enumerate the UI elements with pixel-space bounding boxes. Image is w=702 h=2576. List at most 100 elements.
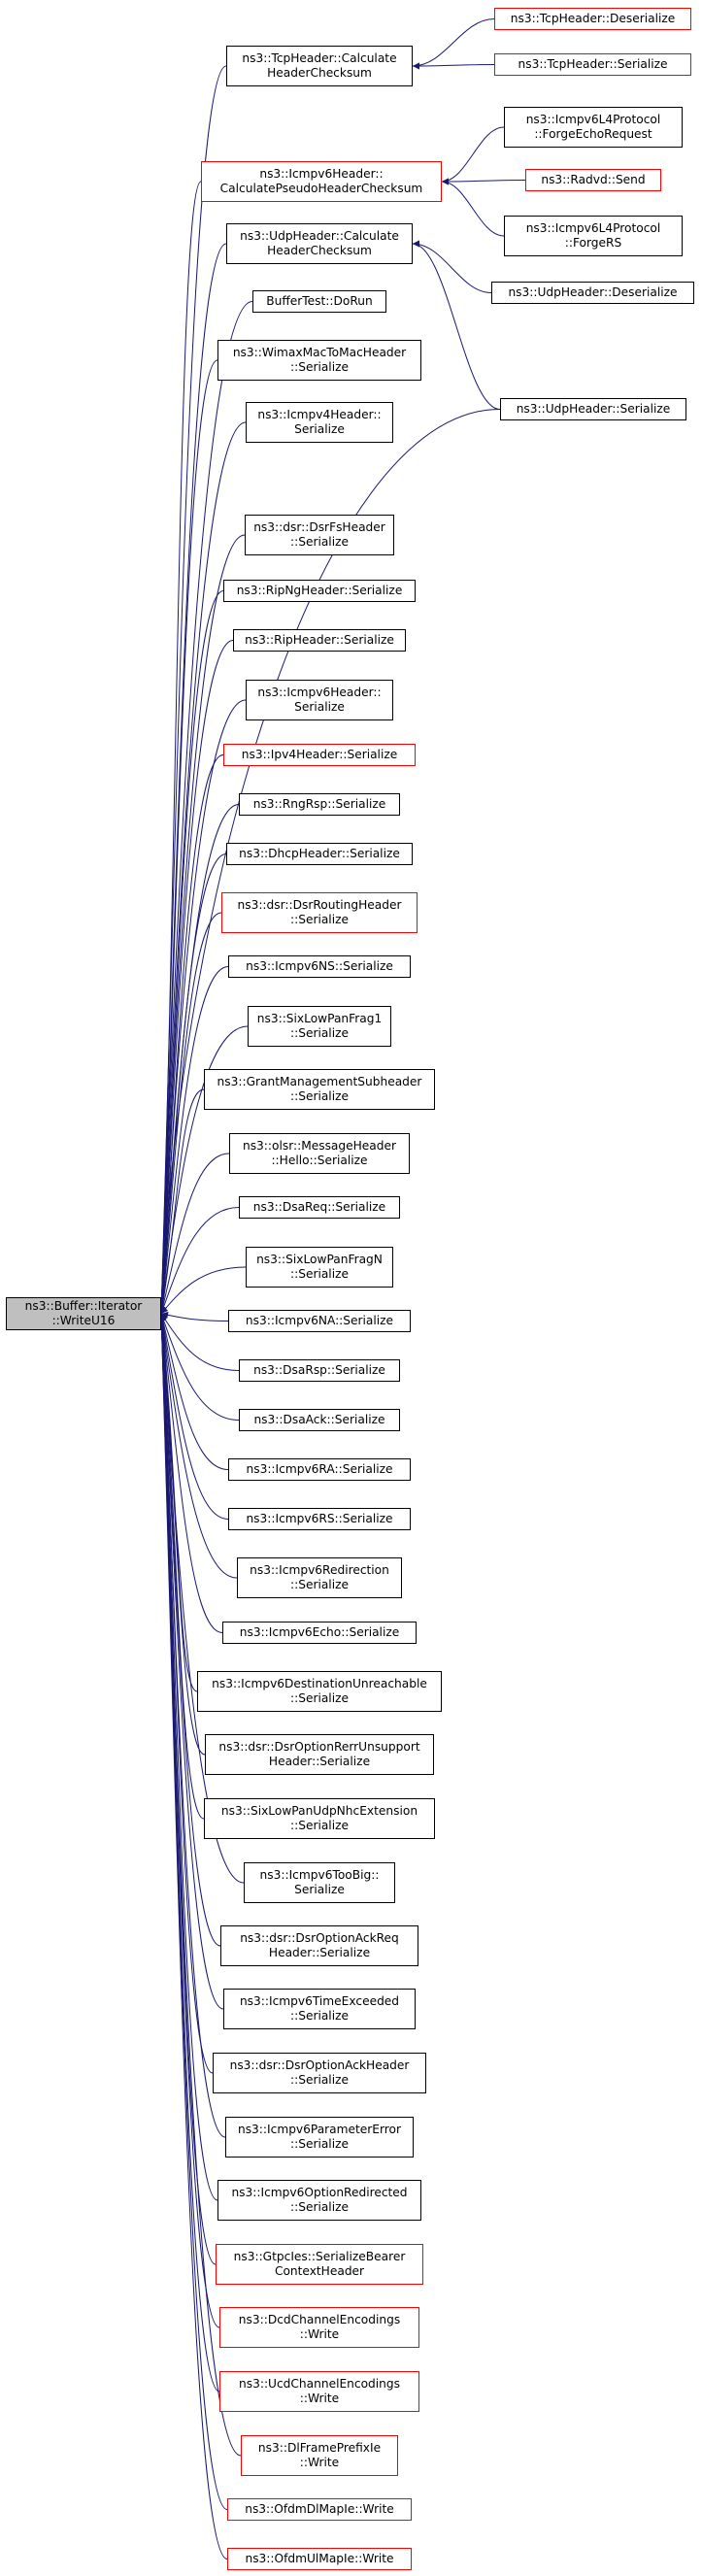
node-ns3-icmpv6ra-serialize[interactable]: ns3::Icmpv6RA::Serialize — [228, 1458, 411, 1481]
edge-radvd_send-to-icmpv6_pseudo — [441, 178, 526, 185]
node-label: ::Serialize — [290, 1267, 349, 1281]
edge-paramerr-to-focus — [157, 1313, 226, 2138]
node-ns3-udpheader-serialize[interactable]: ns3::UdpHeader::Serialize — [500, 398, 686, 420]
edge-dsareq-to-focus — [160, 1207, 240, 1315]
node-label: ::ForgeEchoRequest — [534, 127, 652, 141]
node-label: ::Serialize — [290, 2200, 349, 2214]
node-label: ::Write — [299, 2327, 340, 2341]
node-label: BufferTest::DoRun — [266, 294, 373, 308]
node-label: ns3::dsr::DsrOptionRerrUnsupport — [218, 1740, 420, 1754]
node-ns3-ripheader-serialize[interactable]: ns3::RipHeader::Serialize — [233, 629, 406, 652]
edge-icmpv6_pseudo-to-focus — [157, 181, 202, 1315]
node-ns3-olsr-messageheader-hello-serialize[interactable]: ns3::olsr::MessageHeader::Hello::Seriali… — [229, 1133, 410, 1174]
node-ns3-icmpv6l4protocol-forgeechorequest[interactable]: ns3::Icmpv6L4Protocol::ForgeEchoRequest — [504, 107, 683, 148]
node-label: ns3::Ipv4Header::Serialize — [241, 748, 398, 761]
node-ns3-grantmanagementsubheader-serialize[interactable]: ns3::GrantManagementSubheader::Serialize — [204, 1069, 435, 1110]
node-label: HeaderChecksum — [267, 66, 372, 80]
edge-ofdmul-to-focus — [157, 1313, 228, 2559]
node-label: ns3::TcpHeader::Calculate — [242, 51, 397, 65]
node-label: ns3::UdpHeader::Calculate — [240, 229, 399, 243]
node-label: ::Serialize — [290, 360, 349, 374]
node-ns3-icmpv6redirection-serialize[interactable]: ns3::Icmpv6Redirection::Serialize — [237, 1557, 402, 1598]
node-ns3-tcpheader-serialize[interactable]: ns3::TcpHeader::Serialize — [494, 53, 691, 76]
node-ns3-ofdmdlmapie-write[interactable]: ns3::OfdmDlMapIe::Write — [227, 2498, 412, 2521]
node-ns3-tcpheader-deserialize[interactable]: ns3::TcpHeader::Deserialize — [494, 8, 691, 30]
node-label: ::Serialize — [290, 2009, 349, 2023]
node-label: ns3::Icmpv6L4Protocol — [525, 113, 661, 126]
node-ns3-radvd-send[interactable]: ns3::Radvd::Send — [525, 169, 661, 191]
node-label: ns3::UdpHeader::Deserialize — [508, 285, 678, 299]
node-ns3-icmpv6header-calculatepseudoheaderchecksum[interactable]: ns3::Icmpv6Header::CalculatePseudoHeader… — [201, 161, 442, 202]
edge-toobig-to-focus — [157, 1313, 245, 1884]
node-ns3-icmpv6toobig-serialize[interactable]: ns3::Icmpv6TooBig::Serialize — [244, 1862, 395, 1903]
node-ns3-dsr-dsroptionackheader-serialize[interactable]: ns3::dsr::DsrOptionAckHeader::Serialize — [213, 2053, 426, 2093]
edge-forge_echo-to-icmpv6_pseudo — [441, 126, 505, 185]
edge-icmpv6redir-to-focus — [158, 1313, 238, 1579]
node-ns3-icmpv6rs-serialize[interactable]: ns3::Icmpv6RS::Serialize — [228, 1508, 411, 1530]
node-ns3-ripngheader-serialize[interactable]: ns3::RipNgHeader::Serialize — [223, 580, 416, 602]
node-ns3-dsr-dsrfsheader-serialize[interactable]: ns3::dsr::DsrFsHeader::Serialize — [245, 515, 394, 555]
node-label: ns3::Icmpv6TooBig:: — [259, 1868, 380, 1882]
node-label: ns3::DsaAck::Serialize — [253, 1413, 385, 1426]
node-ns3-ofdmulmapie-write[interactable]: ns3::OfdmUlMapIe::Write — [227, 2548, 412, 2570]
node-ns3-dsr-dsrroutingheader-serialize[interactable]: ns3::dsr::DsrRoutingHeader::Serialize — [221, 892, 418, 933]
node-ns3-sixlowpanfrag1-serialize[interactable]: ns3::SixLowPanFrag1::Serialize — [248, 1006, 391, 1047]
edge-timeexc-to-focus — [157, 1313, 224, 2010]
node-ns3-icmpv6destinationunreachable-serialize[interactable]: ns3::Icmpv6DestinationUnreachable::Seria… — [197, 1671, 442, 1712]
node-ns3-sixlowpanudpnhcextension-serialize[interactable]: ns3::SixLowPanUdpNhcExtension::Serialize — [204, 1798, 435, 1839]
edge-ripng-to-focus — [157, 590, 224, 1315]
node-label: ::Hello::Serialize — [271, 1154, 368, 1167]
node-label: ns3::Icmpv6TimeExceeded — [239, 1994, 400, 2008]
node-label: ns3::Icmpv6Redirection — [250, 1563, 389, 1577]
node-ns3-dsareq-serialize[interactable]: ns3::DsaReq::Serialize — [239, 1196, 400, 1219]
node-ns3-icmpv6echo-serialize[interactable]: ns3::Icmpv6Echo::Serialize — [222, 1622, 417, 1644]
node-ns3-icmpv6timeexceeded-serialize[interactable]: ns3::Icmpv6TimeExceeded::Serialize — [223, 1989, 416, 2029]
node-ns3-dcdchannelencodings-write[interactable]: ns3::DcdChannelEncodings::Write — [219, 2307, 419, 2348]
node-ns3-icmpv6l4protocol-forgers[interactable]: ns3::Icmpv6L4Protocol::ForgeRS — [504, 216, 683, 256]
node-ns3-dsarsp-serialize[interactable]: ns3::DsaRsp::Serialize — [239, 1359, 400, 1382]
node-ns3-sixlowpanfragn-serialize[interactable]: ns3::SixLowPanFragN::Serialize — [246, 1247, 393, 1288]
node-ns3-rngrsp-serialize[interactable]: ns3::RngRsp::Serialize — [239, 793, 400, 816]
node-ns3-icmpv6optionredirected-serialize[interactable]: ns3::Icmpv6OptionRedirected::Serialize — [217, 2180, 421, 2221]
node-ns3-udpheader-deserialize[interactable]: ns3::UdpHeader::Deserialize — [491, 282, 694, 304]
node-label: ns3::RipHeader::Serialize — [245, 633, 394, 647]
node-label: ns3::GrantManagementSubheader — [217, 1075, 422, 1088]
node-label: ContextHeader — [274, 2264, 365, 2278]
node-label: ::Write — [299, 2456, 340, 2469]
node-label: ns3::OfdmUlMapIe::Write — [245, 2552, 394, 2565]
node-ns3-ipv4header-serialize[interactable]: ns3::Ipv4Header::Serialize — [223, 744, 416, 766]
node-label: ns3::TcpHeader::Serialize — [518, 57, 668, 71]
edge-ackreq-to-focus — [157, 1313, 221, 1947]
node-label: ::Serialize — [290, 1578, 349, 1591]
node-label: ns3::dsr::DsrFsHeader — [253, 520, 385, 534]
edge-icmpv6ra-to-focus — [159, 1313, 229, 1470]
node-label: ns3::GtpcIes::SerializeBearer — [233, 2250, 406, 2263]
node-label: ns3::RngRsp::Serialize — [252, 797, 386, 811]
edge-tcp_ser-to-tcp_calc — [412, 62, 495, 70]
node-ns3-icmpv6na-serialize[interactable]: ns3::Icmpv6NA::Serialize — [228, 1310, 411, 1332]
node-ns3-icmpv6parametererror-serialize[interactable]: ns3::Icmpv6ParameterError::Serialize — [225, 2117, 414, 2158]
node-ns3-icmpv6header-serialize[interactable]: ns3::Icmpv6Header::Serialize — [246, 680, 393, 720]
edge-wimax-to-focus — [157, 359, 218, 1315]
edge-ipv4h-to-focus — [157, 754, 224, 1315]
edge-icmpv4-to-focus — [157, 421, 247, 1315]
node-ns3-ucdchannelencodings-write[interactable]: ns3::UcdChannelEncodings::Write — [219, 2371, 419, 2412]
edge-forge_rs-to-icmpv6_pseudo — [441, 178, 505, 237]
node-label: ns3::Icmpv6DestinationUnreachable — [212, 1677, 427, 1690]
node-ns3-dsaack-serialize[interactable]: ns3::DsaAck::Serialize — [239, 1409, 400, 1431]
node-label: ns3::DsaRsp::Serialize — [253, 1363, 385, 1377]
node-buffertest-dorun[interactable]: BufferTest::DoRun — [252, 290, 386, 313]
node-label: ::Serialize — [290, 2073, 349, 2087]
node-ns3-icmpv4header-serialize[interactable]: ns3::Icmpv4Header::Serialize — [246, 402, 393, 443]
node-ns3-icmpv6ns-serialize[interactable]: ns3::Icmpv6NS::Serialize — [228, 955, 411, 978]
node-label: ns3::Icmpv6L4Protocol — [525, 221, 661, 235]
node-ns3-wimaxmactomacheader-serialize[interactable]: ns3::WimaxMacToMacHeader::Serialize — [217, 340, 421, 381]
edge-udp_calc-to-focus — [157, 243, 227, 1315]
node-ns3-dlframeprefixie-write[interactable]: ns3::DlFramePrefixIe::Write — [241, 2435, 398, 2476]
node-ns3-dhcpheader-serialize[interactable]: ns3::DhcpHeader::Serialize — [226, 843, 413, 865]
